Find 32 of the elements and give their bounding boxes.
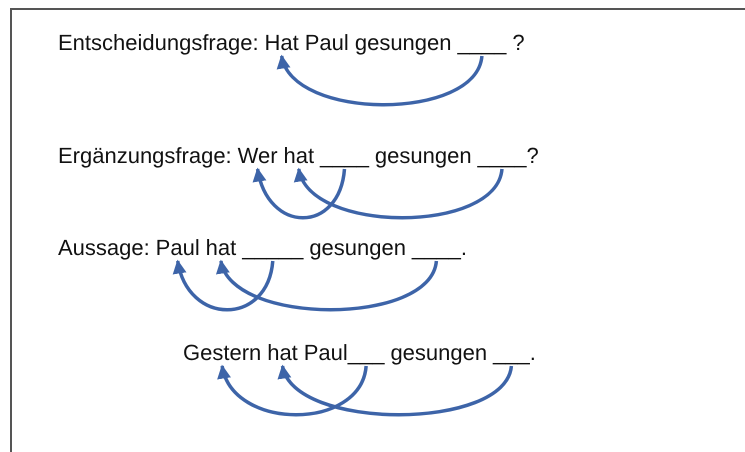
gap-blank: _____ — [242, 235, 304, 261]
word: hat — [267, 340, 298, 366]
sentence-text: ? — [512, 30, 525, 56]
gap-blank: ____ — [457, 30, 506, 56]
sentence-text: Aussage: — [58, 235, 150, 261]
sentence-text: ? — [526, 143, 539, 169]
sentence-text: gesungen — [390, 340, 488, 366]
word: Hat — [264, 30, 299, 56]
sentence-text: gesungen — [309, 235, 406, 261]
arrow — [219, 260, 438, 312]
word: Paul — [156, 235, 200, 261]
sentence-text: Ergänzungsfrage: — [58, 143, 232, 169]
sentence-text: gesungen — [374, 143, 472, 169]
word: Gestern — [183, 340, 262, 366]
sentence-text: Paul — [304, 340, 348, 366]
sentence-text: . — [460, 235, 467, 261]
sentence-text: . — [530, 340, 536, 366]
gap-blank: ____ — [478, 143, 526, 169]
sentence-text: Paul gesungen — [304, 30, 452, 56]
arrow — [280, 364, 514, 416]
arrow — [219, 364, 368, 416]
arrow — [254, 168, 346, 220]
gap-blank: ___ — [493, 340, 530, 366]
arrow — [174, 260, 274, 312]
gap-blank: ____ — [412, 235, 461, 261]
word: hat — [283, 143, 314, 169]
gap-blank: ___ — [348, 340, 384, 366]
word: hat — [206, 235, 236, 261]
word: Wer — [238, 143, 278, 169]
sentence-text: Entscheidungsfrage: — [58, 30, 259, 56]
gap-blank: ____ — [320, 143, 369, 169]
arrow — [280, 54, 484, 106]
